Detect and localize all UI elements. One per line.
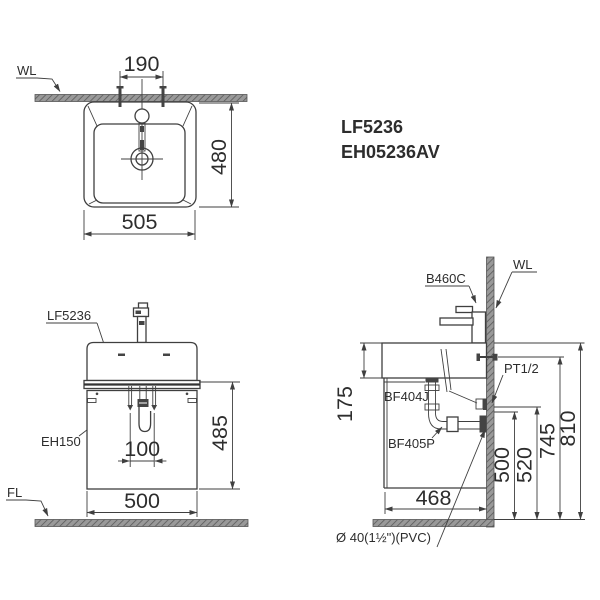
dim-supply-height: 520 — [513, 447, 537, 483]
supply-leader — [491, 374, 504, 404]
p-trap-front — [138, 407, 152, 433]
dim-cabinet-height: 485 — [208, 415, 232, 451]
dim-cabinet-depth: 468 — [416, 486, 452, 510]
wl-side-leader — [495, 271, 513, 309]
wall-hatch-bar-side-view — [486, 256, 495, 528]
floor-hatch-bar-front-view — [34, 519, 249, 527]
dim-top-depth: 480 — [207, 139, 231, 175]
pvc-leader — [436, 429, 486, 548]
wall-line-label: WL — [17, 63, 37, 78]
faucet-label: B460C — [426, 271, 466, 286]
faucet-stem — [138, 122, 146, 152]
faucet-front — [132, 302, 150, 344]
pvc-pipe-label: Ø 40(1½")(PVC) — [336, 530, 431, 545]
faucet-hole — [134, 108, 150, 124]
dimension-505: 505 — [83, 210, 196, 240]
cabinet-side — [383, 378, 487, 489]
floor-line-label: FL — [7, 485, 22, 500]
fl-leader — [25, 499, 49, 517]
dim-cabinet-width: 500 — [124, 489, 160, 513]
wall-line-label-side: WL — [513, 257, 533, 272]
basin-side — [381, 342, 488, 379]
front-view: FL LF5236 EH150 — [6, 302, 249, 527]
product-code-cabinet: EH05236AV — [341, 142, 440, 162]
basin-label: LF5236 — [47, 308, 91, 323]
drain-trap — [424, 378, 487, 433]
supply-pipe — [440, 348, 487, 410]
dimension-480: 480 — [199, 102, 239, 208]
side-view: WL B460C — [333, 256, 585, 548]
dimension-485: 485 — [199, 381, 240, 490]
drain-label: BF404J — [384, 389, 429, 404]
front-plumbing — [127, 386, 158, 433]
cabinet-hinge-left — [87, 398, 97, 403]
dim-drain-height: 500 — [490, 447, 514, 483]
trap-leader — [431, 426, 443, 439]
supply-label: PT1/2 — [504, 361, 539, 376]
dimension-468: 468 — [384, 486, 487, 514]
sink-top-outline — [83, 79, 197, 208]
dim-rim-height: 810 — [556, 411, 580, 447]
wall-hatch-bar-top-view — [34, 94, 248, 102]
faucet-bolts — [116, 86, 167, 107]
floor-hatch-bar-side-view — [372, 519, 495, 527]
basin-front — [86, 341, 198, 382]
dim-bracket-height: 745 — [536, 423, 560, 459]
dimension-190: 190 — [119, 52, 164, 87]
product-codes: LF5236 EH05236AV — [341, 117, 440, 162]
mounting-bolt — [476, 353, 498, 361]
dim-faucet-spacing: 190 — [124, 52, 160, 76]
height-dimensions: 500 520 745 810 — [490, 342, 585, 520]
cabinet-hinge-right — [187, 398, 197, 403]
dimension-500-front: 500 — [86, 489, 198, 517]
dim-top-width: 505 — [122, 210, 158, 234]
cabinet-label: EH150 — [41, 434, 81, 449]
faucet-leader — [468, 285, 477, 304]
top-view: WL 190 — [16, 52, 248, 240]
wl-leader — [36, 77, 61, 92]
dimension-175: 175 — [333, 342, 383, 422]
product-code-lavatory: LF5236 — [341, 117, 403, 137]
faucet-side — [439, 305, 487, 344]
trap-label: BF405P — [388, 436, 435, 451]
dimension-100: 100 — [118, 413, 167, 467]
dim-drain-spacing: 100 — [124, 437, 160, 461]
dim-basin-height: 175 — [333, 386, 357, 422]
